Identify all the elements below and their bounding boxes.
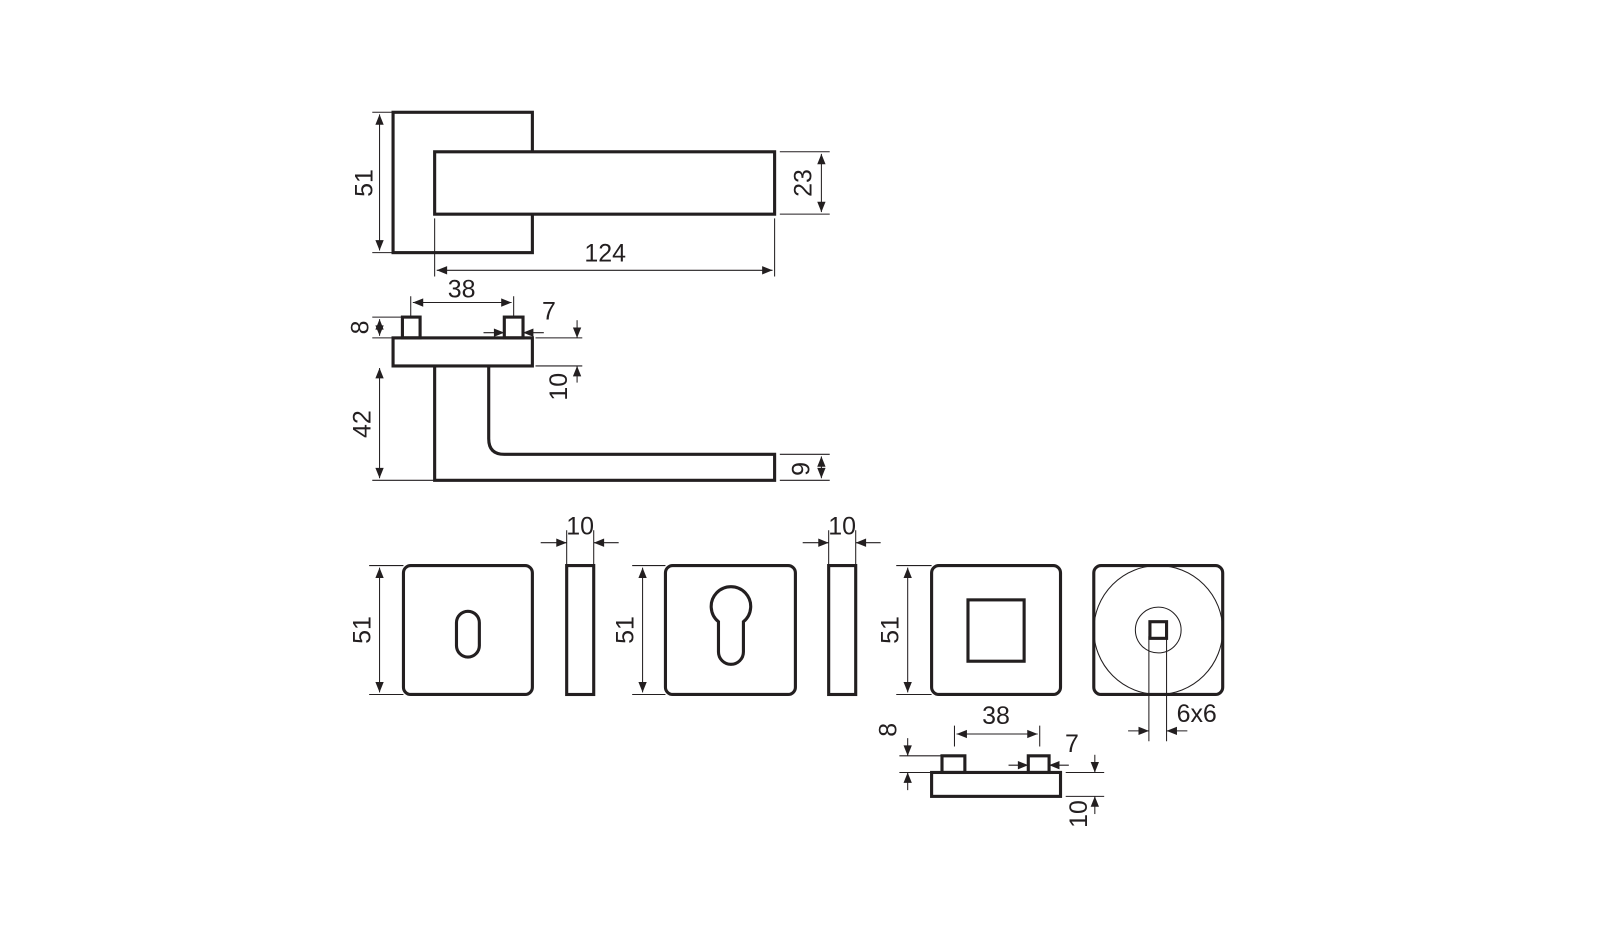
lever-outline (433, 150, 777, 216)
dim-label-post-spacing: 38 (982, 702, 1010, 730)
escutcheon-plate (930, 770, 1063, 798)
dim-label-post-width: 7 (542, 298, 556, 326)
escutcheon-side (827, 564, 858, 697)
dim-label-thickness: 10 (1065, 800, 1093, 828)
spindle-square (1148, 620, 1169, 640)
dim-label-thickness: 10 (566, 513, 594, 541)
cylinder-escutcheon: 51 10 (612, 513, 881, 697)
dim-label-height: 51 (877, 616, 905, 644)
key-escutcheon: 51 10 (349, 513, 619, 697)
dim-label-spindle: 6x6 (1177, 700, 1217, 728)
blank-escutcheon: 51 (877, 564, 1063, 697)
dim-label-lever-height: 23 (789, 169, 817, 197)
inner-square (966, 598, 1026, 663)
dim-label-lever-length: 124 (584, 239, 626, 267)
dim-label-projection: 42 (349, 410, 377, 438)
spindle-circle (1134, 606, 1182, 654)
dim-label-lever-thickness: 9 (787, 462, 815, 476)
escutcheon-outline (1092, 564, 1225, 697)
turn-circle (1093, 565, 1224, 696)
post-left (400, 315, 422, 340)
dim-label-post-height: 8 (875, 723, 903, 737)
post-right (502, 315, 525, 340)
rose-plate (391, 336, 534, 368)
lever-profile (433, 365, 777, 482)
euro-cylinder-hole (709, 585, 753, 666)
post-left (940, 754, 967, 775)
dim-label-height: 51 (351, 169, 379, 197)
dim-label-height: 51 (349, 616, 377, 644)
escutcheon-outline (930, 564, 1063, 697)
escutcheon-outline (663, 564, 797, 697)
handle-top-view: 51 23 124 (351, 110, 830, 277)
dim-label-height: 51 (612, 616, 640, 644)
escutcheon-outline (401, 564, 534, 697)
handle-side-view: 38 8 7 10 42 9 (346, 276, 830, 482)
dim-label-post-height: 8 (346, 321, 374, 335)
wc-escutcheon: 6x6 (1092, 564, 1225, 742)
dim-label-rose-thickness: 10 (545, 373, 573, 401)
escutcheon-side-view: 38 8 7 10 (875, 702, 1105, 828)
dim-label-post-spacing: 38 (448, 276, 476, 304)
dim-label-post-width: 7 (1065, 730, 1079, 758)
post-right (1026, 754, 1051, 775)
escutcheon-side (565, 564, 596, 697)
dim-label-thickness: 10 (828, 513, 856, 541)
keyhole (454, 609, 481, 659)
